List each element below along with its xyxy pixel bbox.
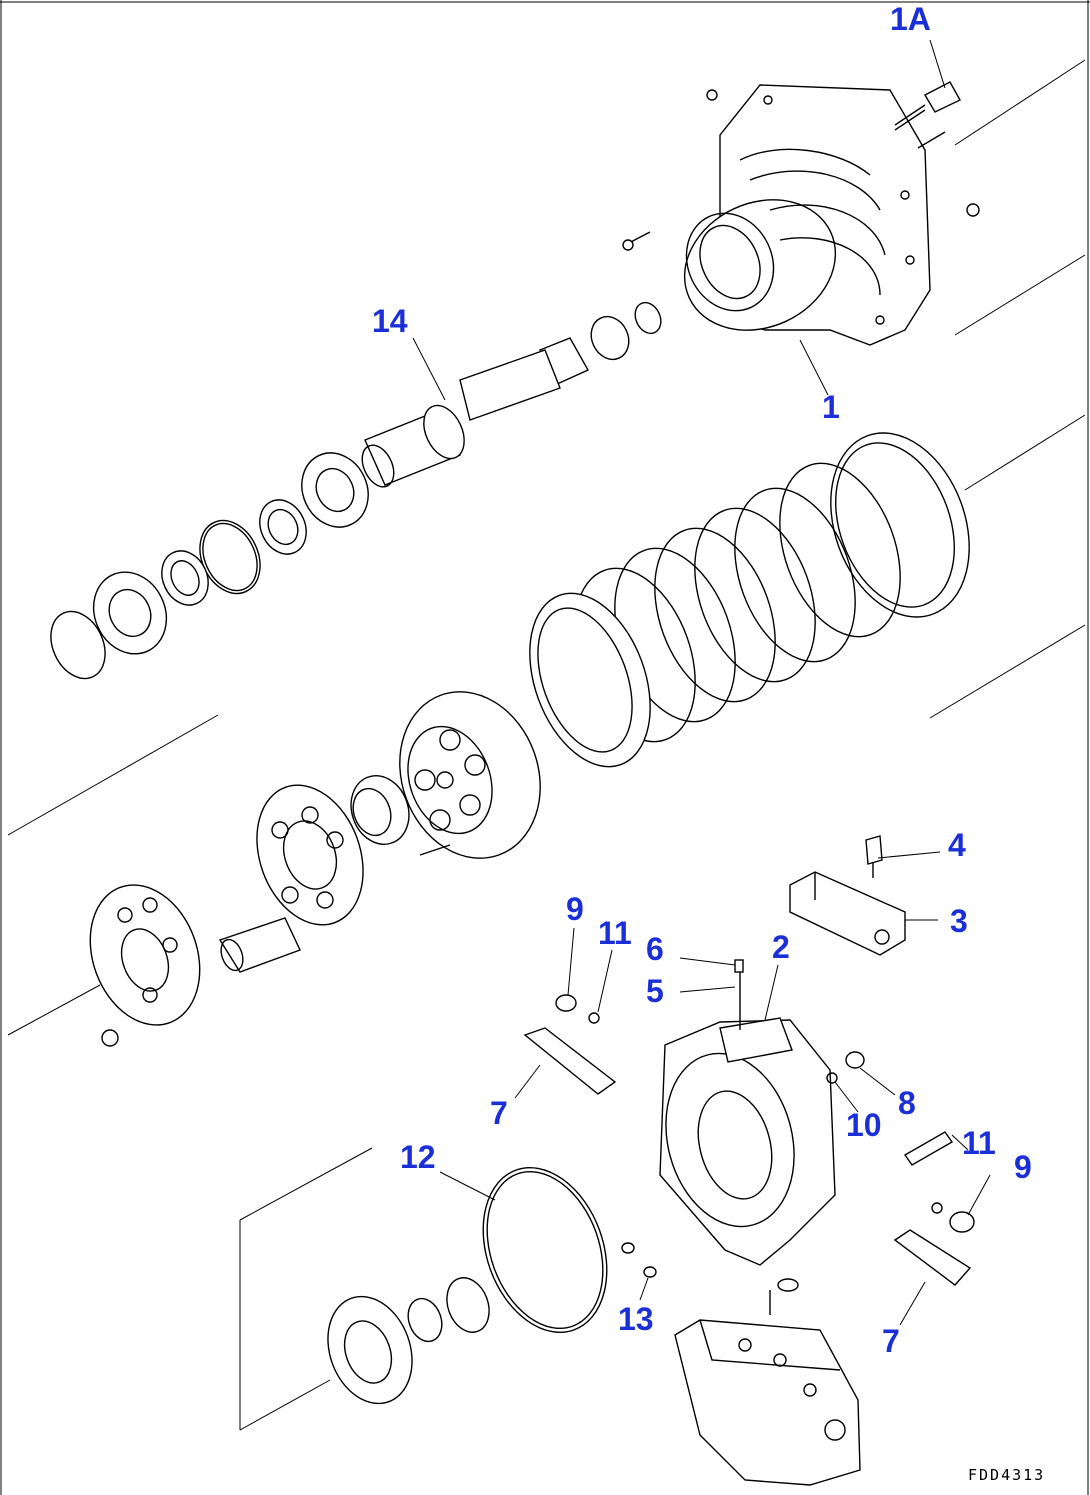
- label-part-5: 5: [646, 973, 664, 1009]
- label-part-1a: 1A: [890, 1, 931, 37]
- cylinder-block: [350, 691, 541, 859]
- label-part-11-right: 11: [962, 1125, 996, 1161]
- rear-cover: [523, 835, 975, 1286]
- part-labels: 1A 14 1 4 3 9 11 6 2 5 7 8 10 11 9 12 13…: [372, 1, 1032, 1359]
- label-part-7-left: 7: [490, 1095, 508, 1131]
- label-part-8: 8: [898, 1085, 916, 1121]
- shaft-assembly: [50, 301, 662, 680]
- label-part-9-right: 9: [1014, 1149, 1032, 1185]
- swash-plate: [256, 784, 364, 926]
- label-part-11-top: 11: [598, 915, 632, 951]
- leader-lines: [412, 39, 991, 1326]
- label-part-3: 3: [950, 903, 968, 939]
- label-part-7-right: 7: [882, 1323, 900, 1359]
- label-part-4: 4: [948, 827, 966, 863]
- label-part-14: 14: [372, 303, 408, 339]
- label-part-10: 10: [846, 1107, 882, 1143]
- front-cover: [327, 1166, 608, 1405]
- label-part-6: 6: [646, 931, 664, 967]
- label-part-1: 1: [822, 389, 840, 425]
- label-part-9-top: 9: [566, 891, 584, 927]
- brake-disc-pack: [529, 432, 970, 768]
- figure-code: FDD4313: [968, 1466, 1045, 1484]
- axis-lines: [7, 59, 1086, 1431]
- label-part-13: 13: [618, 1301, 654, 1337]
- label-part-2: 2: [772, 929, 790, 965]
- valve-body: [674, 1278, 861, 1486]
- valve-plate: [89, 884, 301, 1047]
- motor-housing: [622, 81, 980, 346]
- label-part-12: 12: [400, 1139, 436, 1175]
